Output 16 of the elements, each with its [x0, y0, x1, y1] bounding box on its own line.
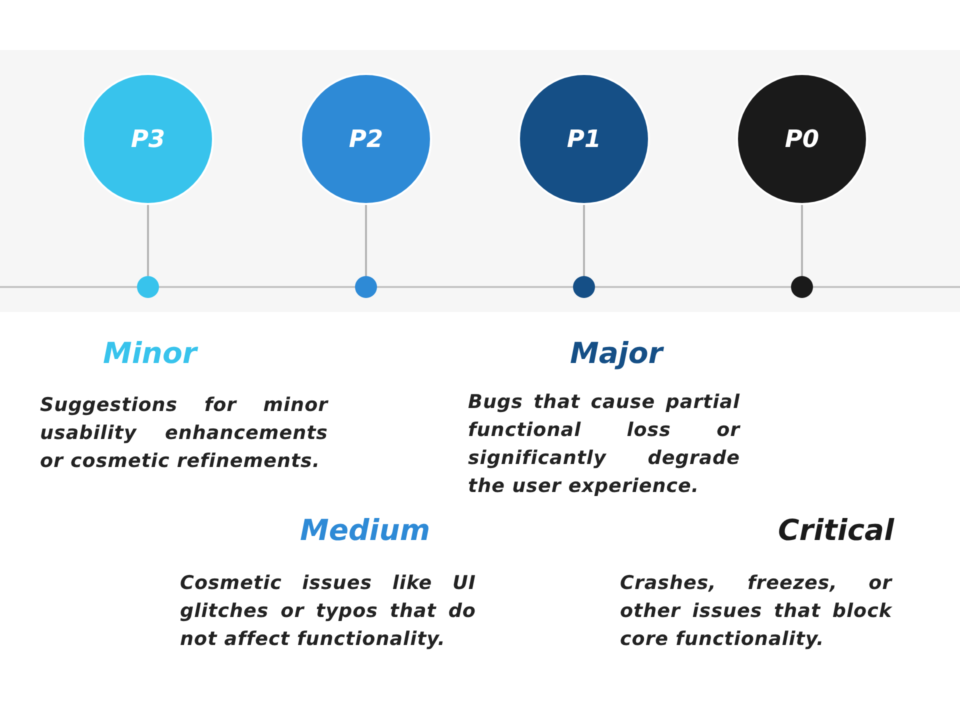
- severity-heading: Critical: [778, 513, 894, 547]
- priority-label: P0: [784, 125, 820, 153]
- connector-line: [365, 203, 367, 276]
- severity-description: Crashes, freezes, or other issues that block core functionality.: [620, 571, 892, 652]
- severity-description: Cosmetic issues like UI glitches or typos that do not affect functionality.: [180, 571, 476, 652]
- connector-line: [147, 203, 149, 276]
- priority-label: P2: [348, 125, 384, 153]
- severity-heading: Major: [570, 336, 663, 370]
- connector-line: [583, 203, 585, 276]
- severity-description: Bugs that cause partial functional loss or significantly degrade the user experience.: [468, 390, 740, 499]
- priority-label: P1: [566, 125, 602, 153]
- priority-label: P3: [130, 125, 166, 153]
- connector-line: [801, 203, 803, 276]
- severity-heading: Medium: [300, 513, 430, 547]
- severity-description: Suggestions for minor usability enhancements or cosmetic refinements.: [40, 393, 328, 474]
- severity-heading: Minor: [103, 336, 197, 370]
